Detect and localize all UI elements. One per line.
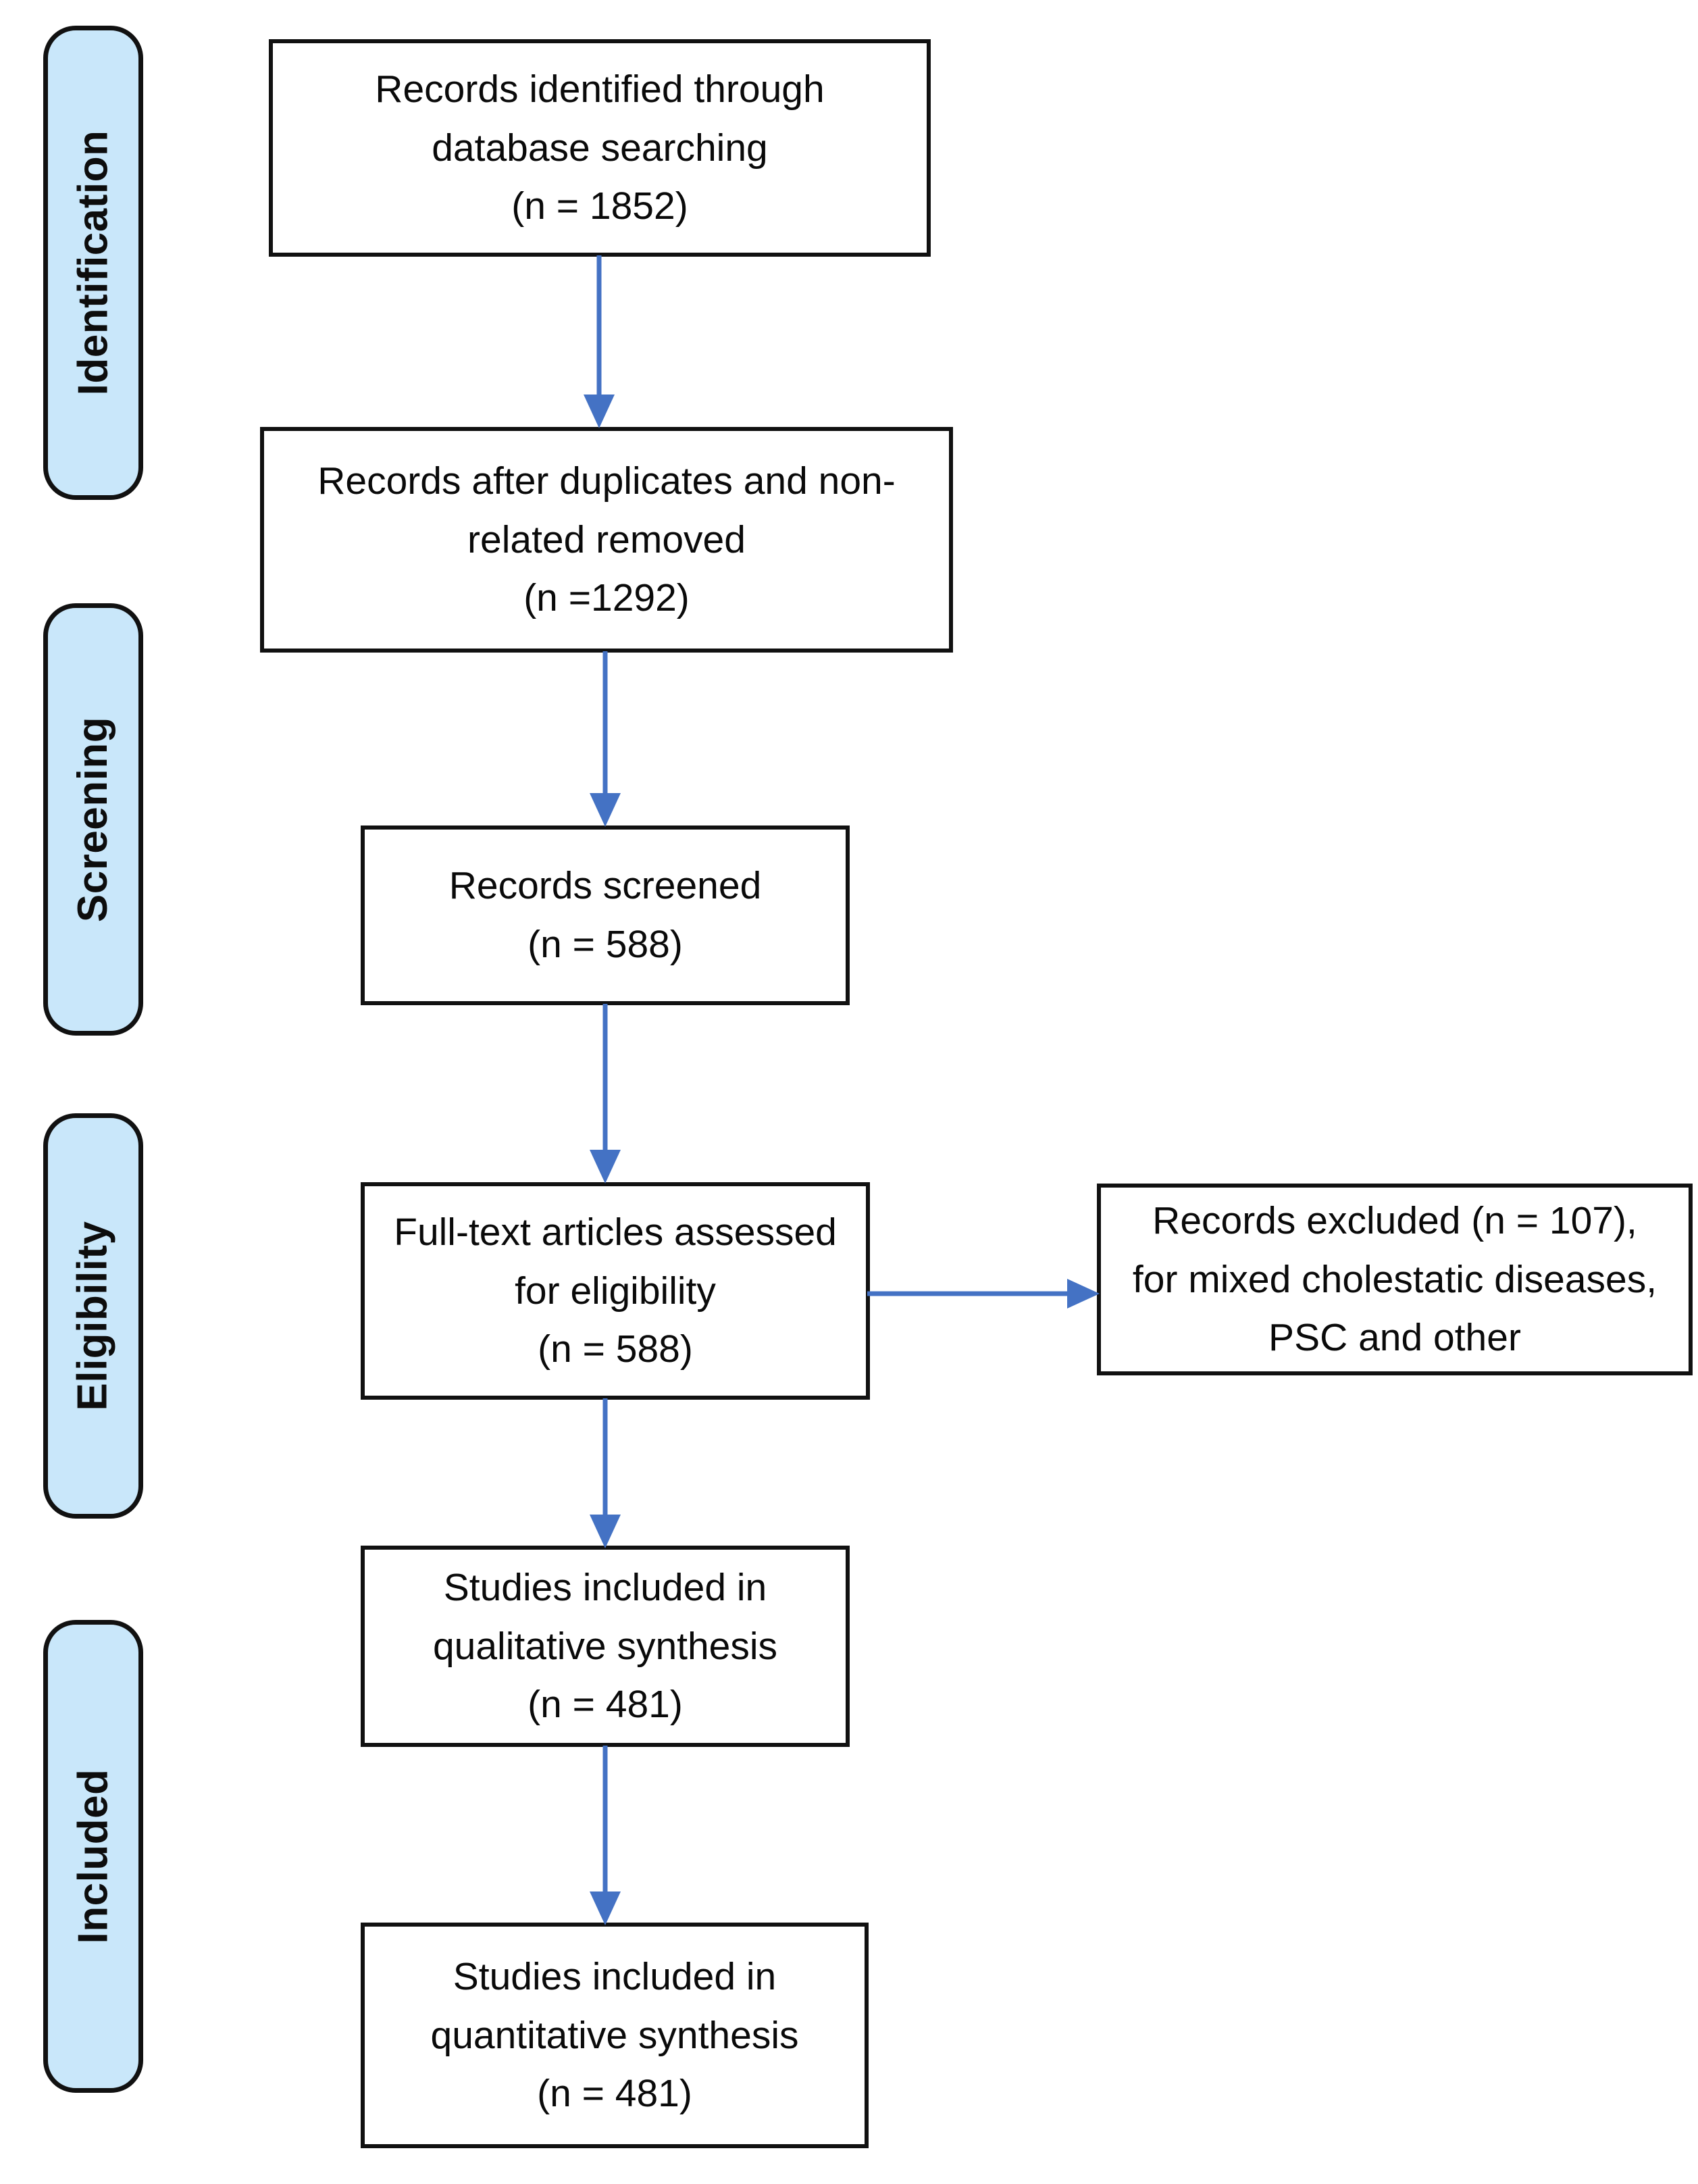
box-records-screened-text: Records screened (n = 588) — [448, 864, 762, 966]
stage-pill-included: Included — [43, 1620, 143, 2093]
stage-label-screening: Screening — [70, 716, 116, 923]
box-records-identified-text: Records identified through database sear… — [375, 68, 825, 228]
arrow-qualitative-to-quantitative — [584, 1746, 627, 1927]
stage-pill-identification: Identification — [43, 26, 143, 500]
box-fulltext-assessed-text: Full-text articles assessed for eligibil… — [394, 1211, 837, 1371]
box-quantitative-synthesis: Studies included in quantitative synthes… — [361, 1923, 869, 2148]
stage-pill-screening: Screening — [43, 603, 143, 1036]
stage-label-eligibility: Eligibility — [70, 1221, 116, 1411]
arrow-identified-to-after-duplicates — [577, 255, 621, 430]
box-qualitative-synthesis: Studies included in qualitative synthesi… — [361, 1546, 850, 1747]
box-fulltext-assessed: Full-text articles assessed for eligibil… — [361, 1182, 870, 1400]
arrow-after-duplicates-to-screened — [584, 651, 627, 828]
box-records-excluded: Records excluded (n = 107), for mixed ch… — [1097, 1184, 1693, 1375]
stage-label-identification: Identification — [70, 130, 116, 396]
arrow-fulltext-to-excluded — [867, 1270, 1102, 1317]
arrow-screened-to-fulltext — [584, 1004, 627, 1185]
box-qualitative-synthesis-text: Studies included in qualitative synthesi… — [432, 1566, 778, 1727]
box-records-excluded-text: Records excluded (n = 107), for mixed ch… — [1132, 1199, 1657, 1360]
box-records-after-duplicates: Records after duplicates and non- relate… — [260, 427, 953, 653]
box-records-identified: Records identified through database sear… — [269, 39, 931, 257]
stage-label-included: Included — [70, 1769, 116, 1944]
box-quantitative-synthesis-text: Studies included in quantitative synthes… — [430, 1955, 799, 2116]
stage-pill-eligibility: Eligibility — [43, 1113, 143, 1519]
box-records-screened: Records screened (n = 588) — [361, 826, 850, 1005]
box-records-after-duplicates-text: Records after duplicates and non- relate… — [317, 459, 896, 620]
arrow-fulltext-to-qualitative — [584, 1398, 627, 1550]
